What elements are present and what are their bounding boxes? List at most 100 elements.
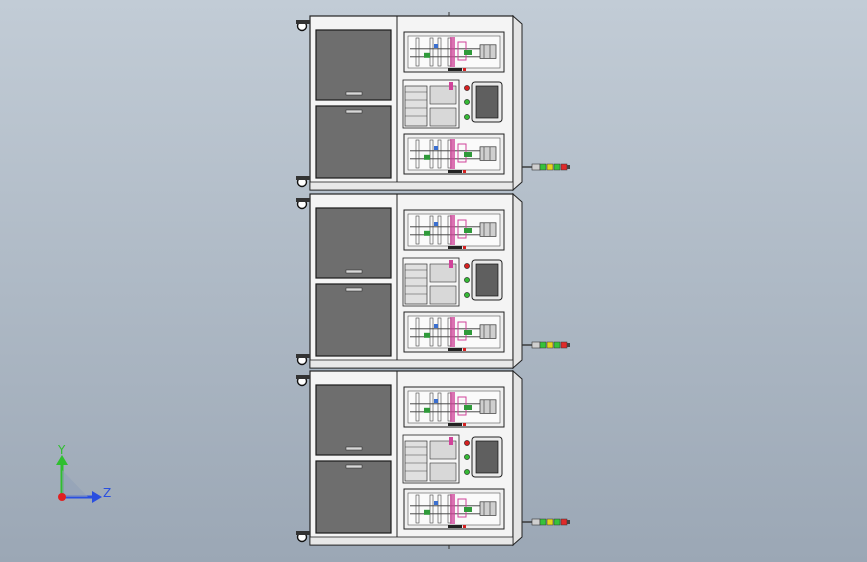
assembly-gear xyxy=(429,440,457,460)
post xyxy=(437,317,442,347)
cabinet-bevel xyxy=(512,14,523,192)
pink-cylinder xyxy=(450,215,455,245)
green-block xyxy=(424,154,430,160)
indicator-light xyxy=(464,292,470,298)
tower-segment xyxy=(560,518,568,526)
post xyxy=(415,392,420,422)
tag-red xyxy=(463,246,466,249)
green-block xyxy=(464,330,472,335)
tower-segment xyxy=(553,341,561,349)
center-assembly xyxy=(402,79,460,129)
tag xyxy=(448,68,462,71)
y-axis-head xyxy=(56,455,68,465)
post xyxy=(437,494,442,524)
caster-mount xyxy=(296,531,310,535)
orientation-triad[interactable]: YZ xyxy=(56,443,111,503)
blue-block xyxy=(434,501,438,505)
assembly-gear xyxy=(429,263,457,283)
caster-mount xyxy=(296,375,310,379)
assembly-gear xyxy=(429,462,457,482)
blue-block xyxy=(434,399,438,403)
door-handle xyxy=(345,464,363,469)
tower-base xyxy=(531,163,541,171)
tower-base xyxy=(531,341,541,349)
post xyxy=(429,215,434,245)
tower-cap xyxy=(567,520,570,524)
post xyxy=(415,37,420,67)
caster-mount xyxy=(296,20,310,24)
tower-segment xyxy=(546,341,554,349)
assembly-gear xyxy=(429,285,457,305)
hmi-screen xyxy=(475,263,499,297)
door-handle xyxy=(345,109,363,114)
indicator-light xyxy=(464,114,470,120)
motor xyxy=(479,44,497,59)
cabinet-base xyxy=(309,536,514,546)
tag-red xyxy=(463,423,466,426)
cabinet-base xyxy=(309,359,514,369)
pink-cylinder xyxy=(450,317,455,347)
tower-segment xyxy=(546,163,554,171)
tag-red xyxy=(463,170,466,173)
assembly-pink xyxy=(449,82,453,90)
mechanism-lower xyxy=(403,488,505,530)
cabinet-bevel xyxy=(512,192,523,370)
door-handle xyxy=(345,269,363,274)
tag-red xyxy=(463,68,466,71)
assembly-gear xyxy=(429,85,457,105)
cabinet-door xyxy=(315,105,392,179)
mechanism-upper xyxy=(403,209,505,251)
blue-block xyxy=(434,146,438,150)
indicator-light xyxy=(464,440,470,446)
tower-base xyxy=(531,518,541,526)
post xyxy=(429,317,434,347)
blue-block xyxy=(434,44,438,48)
tower-segment xyxy=(539,163,547,171)
caster-mount xyxy=(296,198,310,202)
motor xyxy=(479,399,497,414)
green-block xyxy=(424,332,430,338)
green-block xyxy=(464,50,472,55)
mechanism-lower xyxy=(403,311,505,353)
post xyxy=(429,37,434,67)
tag-red xyxy=(463,348,466,351)
machine-unit-1[interactable] xyxy=(296,14,570,192)
tower-cap xyxy=(567,343,570,347)
tower-cap xyxy=(567,165,570,169)
indicator-light xyxy=(464,454,470,460)
mechanism-lower xyxy=(403,133,505,175)
post xyxy=(437,139,442,169)
indicator-light xyxy=(464,85,470,91)
center-assembly xyxy=(402,257,460,307)
center-assembly xyxy=(402,434,460,484)
post xyxy=(429,494,434,524)
pink-cylinder xyxy=(450,37,455,67)
motor xyxy=(479,501,497,516)
mechanism-upper xyxy=(403,31,505,73)
tower-segment xyxy=(546,518,554,526)
motor xyxy=(479,222,497,237)
green-block xyxy=(464,507,472,512)
pink-cylinder xyxy=(450,392,455,422)
pink-cylinder xyxy=(450,139,455,169)
assembly-pink xyxy=(449,260,453,268)
post xyxy=(415,494,420,524)
assembly-gear xyxy=(429,107,457,127)
indicator-light xyxy=(464,263,470,269)
tag xyxy=(448,246,462,249)
tower-segment xyxy=(539,341,547,349)
tower-segment xyxy=(560,163,568,171)
caster-mount xyxy=(296,354,310,358)
z-axis-head xyxy=(92,491,102,503)
green-block xyxy=(464,152,472,157)
machine-unit-3[interactable] xyxy=(296,369,570,547)
green-block xyxy=(424,407,430,413)
green-block xyxy=(424,509,430,515)
caster-mount xyxy=(296,176,310,180)
post xyxy=(437,215,442,245)
machine-unit-2[interactable] xyxy=(296,192,570,370)
door-handle xyxy=(345,91,363,96)
pink-cylinder xyxy=(450,494,455,524)
